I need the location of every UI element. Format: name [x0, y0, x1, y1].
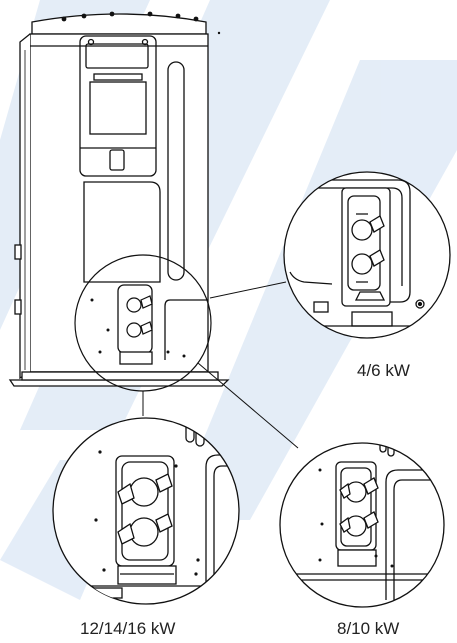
- detail-46kw: [283, 171, 451, 339]
- callout-label-12-14-16-kw: 12/14/16 kW: [80, 619, 176, 638]
- main-valves: [126, 295, 153, 338]
- callout-label-8-10-kw: 8/10 kW: [337, 619, 400, 638]
- unit-top-cap: [31, 13, 207, 35]
- callout-label-4-6-kw: 4/6 kW: [357, 361, 410, 380]
- unit-body: [29, 33, 209, 373]
- control-panel-plate: [79, 35, 157, 177]
- detail-1216kw: [52, 417, 240, 605]
- detail-810kw: [279, 442, 445, 608]
- unit-vertical-slot: [167, 61, 185, 281]
- display-window: [89, 81, 147, 135]
- unit-base: [8, 379, 230, 387]
- lower-panel: [83, 181, 161, 283]
- top-screws: [61, 11, 199, 22]
- leader-lines: [142, 281, 299, 449]
- outdoor-unit: [8, 11, 230, 387]
